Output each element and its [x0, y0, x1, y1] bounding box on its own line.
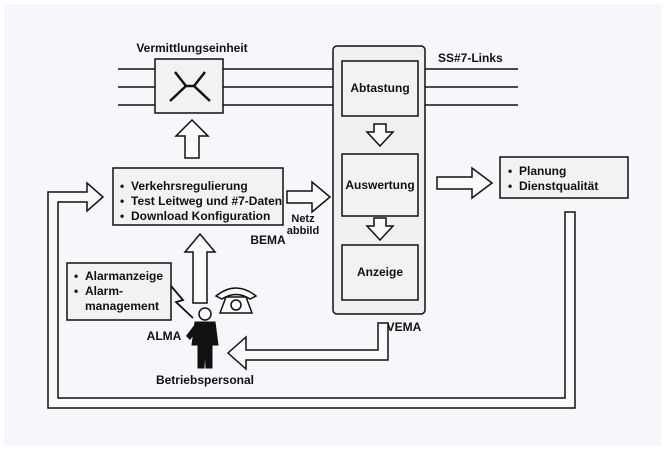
bema-item: Download Konfiguration: [131, 209, 270, 223]
alma-item: Alarm-: [85, 284, 123, 298]
vema-operator-arrow: [226, 322, 389, 371]
anzeige-box: [341, 244, 419, 301]
planung-bullet: •: [508, 164, 512, 178]
planung-box: [499, 156, 629, 199]
planung-arrow: [436, 166, 494, 200]
bema-bullet: •: [120, 209, 124, 223]
planung-item: Dienstqualität: [519, 179, 598, 193]
bema-item: Test Leitweg und #7-Daten: [131, 194, 282, 208]
planung-list: • Planung • Dienstqualität: [508, 164, 598, 193]
telephone-icon: [214, 287, 258, 314]
up-arrow-bema-switch: [174, 118, 210, 159]
alma-item: Alarmanzeige: [85, 269, 163, 283]
down-arrow-1: [365, 123, 395, 148]
bema-item: Verkehrsregulierung: [131, 179, 248, 193]
auswertung-label: Auswertung: [345, 178, 414, 192]
feedback-loop-arrow: [47, 181, 576, 409]
alma-bullet: •: [74, 284, 78, 298]
alma-list: • Alarmanzeige • Alarm- management: [74, 269, 163, 313]
betriebspersonal-label: Betriebspersonal: [156, 373, 254, 387]
bema-box: [112, 167, 284, 226]
abtastung-label: Abtastung: [350, 81, 409, 95]
alma-bullet: •: [74, 269, 78, 283]
netz-label: Netz: [291, 213, 315, 225]
switching-unit-box: [154, 58, 224, 114]
netz-abbild-arrow: [286, 180, 332, 214]
operator-figure-icon: [186, 307, 219, 369]
ss7-links-label: SS#7-Links: [438, 51, 503, 65]
switch-cross-icon-top: [174, 71, 206, 87]
auswertung-box: [341, 153, 419, 217]
alma-box: [66, 262, 172, 321]
bema-bullet: •: [120, 179, 124, 193]
alma-item: management: [85, 299, 159, 313]
bema-label: BEMA: [250, 233, 286, 247]
abbild-label: abbild: [287, 225, 319, 237]
abtastung-box: [341, 60, 419, 117]
bema-list: • Verkehrsregulierung • Test Leitweg und…: [120, 179, 282, 223]
vema-label: VEMA: [387, 320, 422, 334]
alma-label: ALMA: [147, 329, 182, 343]
switching-unit-label: Vermittlungseinheit: [136, 41, 247, 55]
down-arrow-2: [365, 217, 395, 242]
planung-item: Planung: [519, 164, 566, 178]
planung-bullet: •: [508, 179, 512, 193]
bema-bullet: •: [120, 194, 124, 208]
up-arrow-operator-bema: [183, 232, 217, 304]
lightning-connector: [170, 285, 194, 319]
switch-cross-icon: [169, 84, 211, 102]
anzeige-label: Anzeige: [357, 265, 403, 279]
